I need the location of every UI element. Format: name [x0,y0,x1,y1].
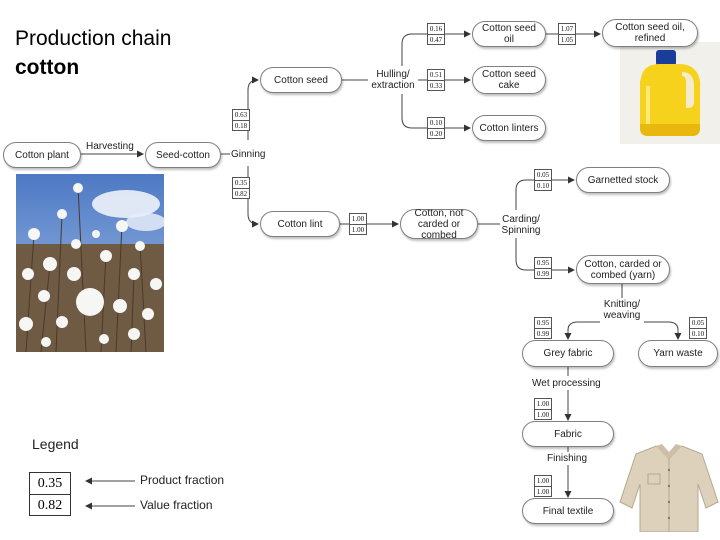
process-carding: Carding/ Spinning [501,214,541,236]
cotton-field-photo [16,174,164,352]
legend-product-example: 0.35 [30,473,70,495]
legend-value-label: Value fraction [140,498,213,512]
title-line-2: cotton [15,56,80,79]
node-cotton-seed-oil: Cotton seed oil [472,21,546,47]
title-line-1: Production chain [15,27,172,50]
node-final-textile: Final textile [522,498,614,524]
node-yarn-waste: Yarn waste [638,340,718,367]
node-cotton-seed: Cotton seed [260,67,342,93]
node-grey-fabric: Grey fabric [522,340,614,367]
node-cotton-seed-cake: Cotton seed cake [472,66,546,94]
node-cotton-not-carded: Cotton, not carded or combed [400,208,478,241]
oil-jug-photo [620,42,720,144]
legend-title: Legend [32,436,79,452]
node-fabric: Fabric [522,421,614,447]
node-cotton-carded: Cotton, carded or combed (yarn) [576,255,670,284]
process-wet-processing: Wet processing [532,378,601,389]
process-harvesting: Harvesting [86,141,134,152]
oil-jug-image [620,42,720,144]
shirt-image [618,440,720,532]
process-ginning: Ginning [231,149,266,160]
node-cotton-lint: Cotton lint [260,211,340,237]
node-cotton-seed-oil-refined: Cotton seed oil, refined [602,19,698,47]
legend-product-label: Product fraction [140,473,225,487]
process-knitting: Knitting/ weaving [603,299,641,321]
legend-fraction-box: 0.35 0.82 [29,472,71,516]
legend-value-example: 0.82 [37,498,63,513]
cotton-field-image [16,174,164,352]
node-seed-cotton: Seed-cotton [145,142,221,168]
process-hulling: Hulling/ extraction [371,69,415,91]
shirt-photo [618,440,720,532]
page-title: Production chain cotton [15,24,171,82]
node-cotton-plant: Cotton plant [3,142,81,168]
process-finishing: Finishing [547,453,588,464]
node-garnetted-stock: Garnetted stock [576,167,670,193]
node-cotton-linters: Cotton linters [472,115,546,141]
